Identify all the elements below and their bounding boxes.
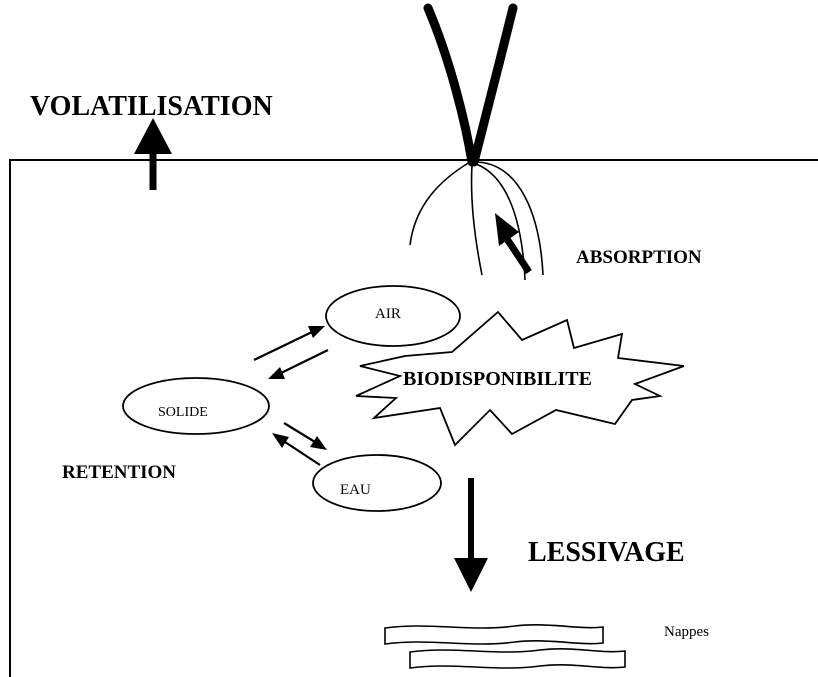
absorption-arrow-icon (495, 213, 529, 272)
eau-ellipse (313, 455, 441, 511)
nappes-label: Nappes (664, 624, 709, 640)
lessivage-label: LESSIVAGE (528, 537, 685, 568)
solide-air-exchange-icon (254, 326, 328, 379)
volatilisation-label: VOLATILISATION (30, 91, 273, 122)
lessivage-arrow-icon (454, 478, 488, 592)
biodisponibilite-label: BIODISPONIBILITE (403, 368, 592, 390)
plant-roots-icon (410, 8, 543, 280)
air-label: AIR (375, 306, 401, 322)
retention-label: RETENTION (62, 462, 176, 483)
nappes-layers-icon (385, 625, 625, 668)
solide-eau-exchange-icon (272, 423, 327, 465)
eau-label: EAU (340, 482, 371, 498)
solide-label: SOLIDE (158, 405, 208, 420)
volatilisation-arrow-icon (134, 118, 172, 190)
absorption-label: ABSORPTION (576, 247, 702, 268)
